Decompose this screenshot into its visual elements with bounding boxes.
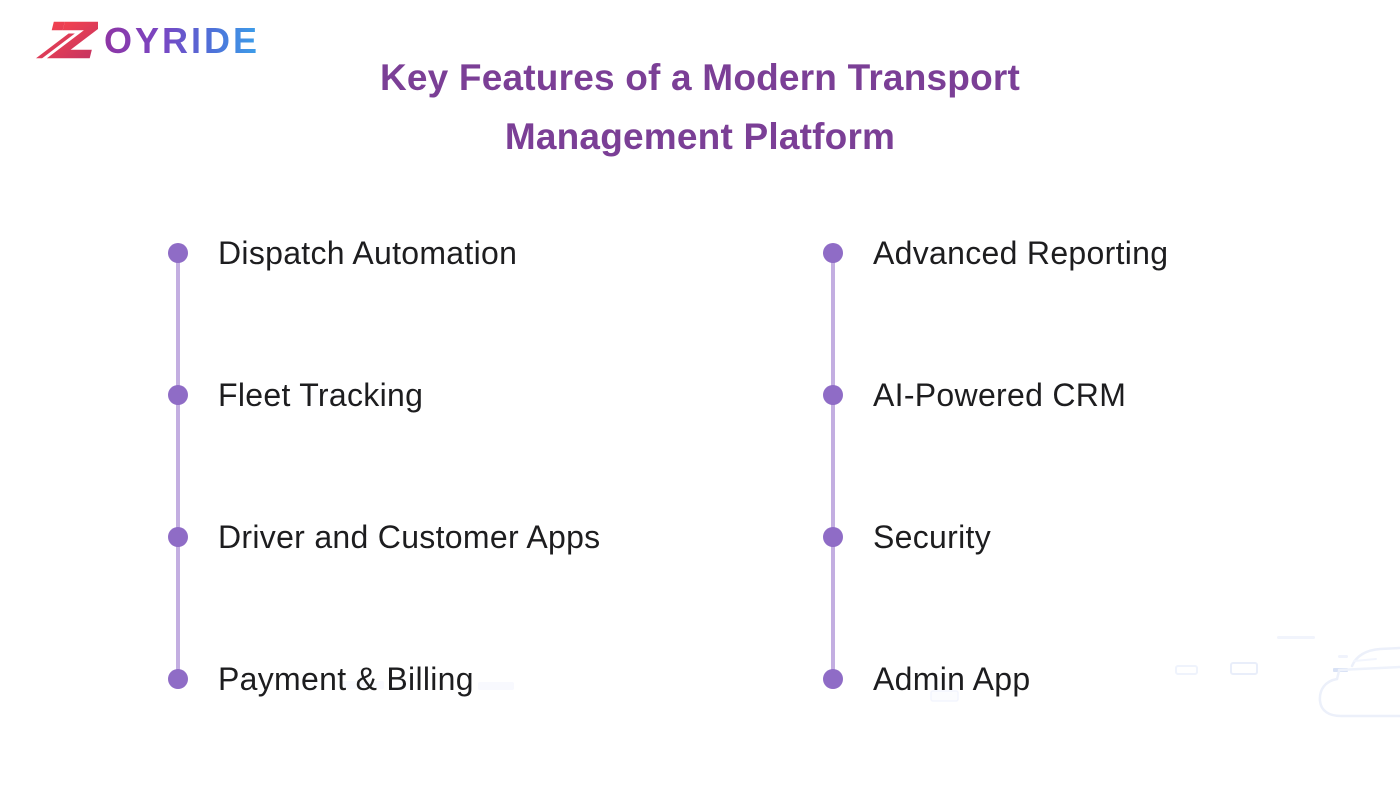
feature-item-dispatch-automation: Dispatch Automation (168, 182, 768, 324)
feature-label: Security (873, 518, 991, 555)
feature-label: Admin App (873, 660, 1031, 697)
feature-item-fleet-tracking: Fleet Tracking (168, 324, 768, 466)
zoyride-logo: OYRIDE (36, 16, 260, 66)
bullet-dot-icon (168, 385, 188, 405)
bullet-dot-icon (823, 527, 843, 547)
bullet-dot-icon (823, 385, 843, 405)
bullet-dot-icon (823, 243, 843, 263)
feature-item-payment-billing: Payment & Billing (168, 608, 768, 750)
bullet-dot-icon (168, 243, 188, 263)
feature-item-admin-app: Admin App (823, 608, 1400, 750)
feature-item-ai-powered-crm: AI-Powered CRM (823, 324, 1400, 466)
features-column-left: Dispatch Automation Fleet Tracking Drive… (168, 182, 768, 750)
feature-label: Payment & Billing (218, 660, 474, 697)
page-title: Key Features of a Modern Transport Manag… (0, 48, 1400, 166)
feature-item-driver-customer-apps: Driver and Customer Apps (168, 466, 768, 608)
bullet-dot-icon (168, 527, 188, 547)
bullet-dot-icon (168, 669, 188, 689)
feature-label: AI-Powered CRM (873, 376, 1127, 413)
feature-label: Advanced Reporting (873, 234, 1169, 271)
timeline-line-left (176, 253, 180, 679)
timeline-line-right (831, 253, 835, 679)
page-title-line1: Key Features of a Modern Transport (379, 57, 1021, 98)
bullet-dot-icon (823, 669, 843, 689)
feature-item-security: Security (823, 466, 1400, 608)
feature-item-advanced-reporting: Advanced Reporting (823, 182, 1400, 324)
zoyride-logo-z-icon (36, 18, 98, 62)
page-title-line2: Management Platform (504, 116, 896, 157)
features-column-right: Advanced Reporting AI-Powered CRM Securi… (823, 182, 1400, 750)
feature-label: Fleet Tracking (218, 376, 424, 413)
feature-label: Dispatch Automation (218, 234, 518, 271)
zoyride-logo-wordmark: OYRIDE (104, 20, 261, 61)
feature-label: Driver and Customer Apps (218, 518, 601, 555)
